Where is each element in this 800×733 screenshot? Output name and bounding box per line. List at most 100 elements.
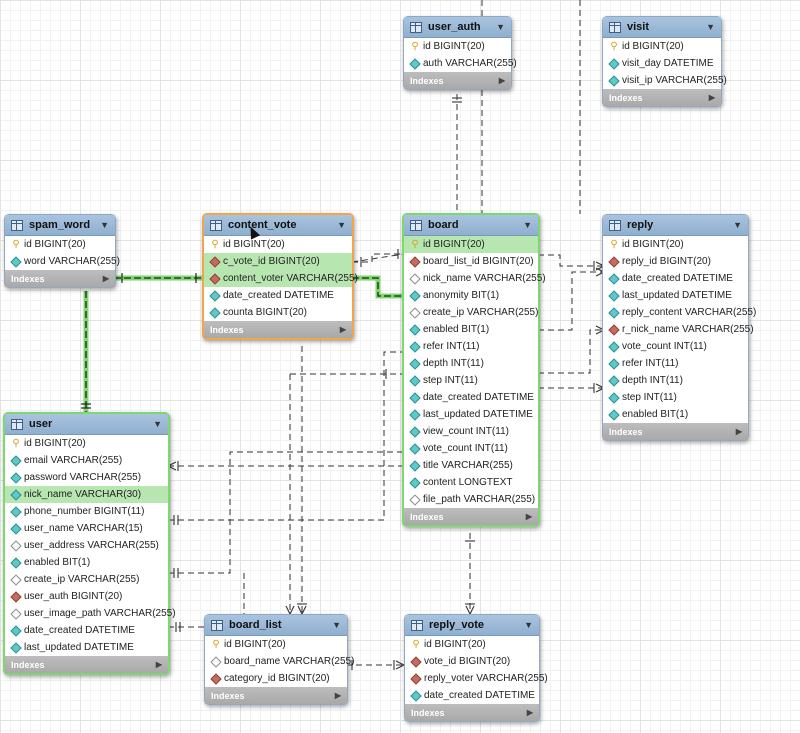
column-row[interactable]: depth INT(11): [603, 372, 748, 389]
column-row[interactable]: c_vote_id BIGINT(20): [204, 253, 352, 270]
indexes-section[interactable]: Indexes▶: [404, 508, 538, 525]
table-header[interactable]: board_list▼: [205, 615, 347, 636]
column-row[interactable]: user_name VARCHAR(15): [5, 520, 168, 537]
indexes-section[interactable]: Indexes▶: [5, 656, 168, 673]
table-header[interactable]: user▼: [5, 414, 168, 435]
table-header[interactable]: user_auth▼: [404, 17, 511, 38]
column-row[interactable]: category_id BIGINT(20): [205, 670, 347, 687]
table-header[interactable]: reply▼: [603, 215, 748, 236]
column-row[interactable]: date_created DATETIME: [5, 622, 168, 639]
column-row[interactable]: word VARCHAR(255): [5, 253, 120, 270]
expand-triangle-icon[interactable]: ▶: [708, 93, 715, 102]
collapse-triangle-icon[interactable]: ▼: [733, 220, 742, 230]
column-row[interactable]: step INT(11): [603, 389, 748, 406]
table-content_vote[interactable]: content_vote▼⚲id BIGINT(20)c_vote_id BIG…: [202, 213, 358, 340]
column-row[interactable]: enabled BIT(1): [404, 321, 538, 338]
column-row[interactable]: nick_name VARCHAR(255): [404, 270, 546, 287]
column-row[interactable]: ⚲id BIGINT(20): [405, 636, 539, 653]
column-row[interactable]: view_count INT(11): [404, 423, 538, 440]
table-user_auth[interactable]: user_auth▼⚲id BIGINT(20)auth VARCHAR(255…: [403, 16, 517, 90]
column-row[interactable]: ⚲id BIGINT(20): [404, 236, 538, 253]
column-row[interactable]: password VARCHAR(255): [5, 469, 168, 486]
column-row[interactable]: user_address VARCHAR(255): [5, 537, 168, 554]
column-row[interactable]: date_created DATETIME: [603, 270, 748, 287]
column-row[interactable]: reply_id BIGINT(20): [603, 253, 748, 270]
collapse-triangle-icon[interactable]: ▼: [524, 620, 533, 630]
column-row[interactable]: vote_id BIGINT(20): [405, 653, 539, 670]
column-row[interactable]: vote_count INT(11): [404, 440, 538, 457]
column-row[interactable]: nick_name VARCHAR(30): [5, 486, 168, 503]
expand-triangle-icon[interactable]: ▶: [735, 427, 742, 436]
column-row[interactable]: last_updated DATETIME: [603, 287, 748, 304]
column-row[interactable]: board_name VARCHAR(255): [205, 653, 354, 670]
indexes-section[interactable]: Indexes▶: [603, 423, 748, 440]
table-header[interactable]: board▼: [404, 215, 538, 236]
column-row[interactable]: visit_day DATETIME: [603, 55, 721, 72]
column-row[interactable]: counta BIGINT(20): [204, 304, 352, 321]
column-row[interactable]: ⚲id BIGINT(20): [5, 435, 168, 452]
expand-triangle-icon[interactable]: ▶: [339, 325, 346, 334]
column-row[interactable]: visit_ip VARCHAR(255): [603, 72, 727, 89]
column-row[interactable]: depth INT(11): [404, 355, 538, 372]
collapse-triangle-icon[interactable]: ▼: [337, 220, 346, 230]
column-row[interactable]: file_path VARCHAR(255): [404, 491, 538, 508]
column-row[interactable]: reply_voter VARCHAR(255): [405, 670, 548, 687]
collapse-triangle-icon[interactable]: ▼: [332, 620, 341, 630]
collapse-triangle-icon[interactable]: ▼: [706, 22, 715, 32]
column-row[interactable]: title VARCHAR(255): [404, 457, 538, 474]
collapse-triangle-icon[interactable]: ▼: [523, 220, 532, 230]
indexes-section[interactable]: Indexes▶: [205, 687, 347, 704]
column-row[interactable]: reply_content VARCHAR(255): [603, 304, 756, 321]
column-row[interactable]: date_created DATETIME: [404, 389, 538, 406]
column-row[interactable]: create_ip VARCHAR(255): [404, 304, 538, 321]
table-reply[interactable]: reply▼⚲id BIGINT(20)reply_id BIGINT(20)d…: [602, 214, 756, 441]
column-row[interactable]: user_auth BIGINT(20): [5, 588, 168, 605]
column-row[interactable]: ⚲id BIGINT(20): [404, 38, 511, 55]
indexes-section[interactable]: Indexes▶: [603, 89, 721, 106]
indexes-section[interactable]: Indexes▶: [404, 72, 511, 89]
expand-triangle-icon[interactable]: ▶: [525, 512, 532, 521]
expand-triangle-icon[interactable]: ▶: [334, 691, 341, 700]
indexes-section[interactable]: Indexes▶: [405, 704, 539, 721]
column-row[interactable]: anonymity BIT(1): [404, 287, 538, 304]
column-row[interactable]: email VARCHAR(255): [5, 452, 168, 469]
table-board_list[interactable]: board_list▼⚲id BIGINT(20)board_name VARC…: [204, 614, 354, 705]
table-board[interactable]: board▼⚲id BIGINT(20)board_list_id BIGINT…: [402, 213, 546, 527]
column-row[interactable]: enabled BIT(1): [5, 554, 168, 571]
column-row[interactable]: ⚲id BIGINT(20): [603, 236, 748, 253]
collapse-triangle-icon[interactable]: ▼: [153, 419, 162, 429]
column-row[interactable]: refer INT(11): [603, 355, 748, 372]
table-header[interactable]: visit▼: [603, 17, 721, 38]
expand-triangle-icon[interactable]: ▶: [102, 274, 109, 283]
column-row[interactable]: content LONGTEXT: [404, 474, 538, 491]
column-row[interactable]: phone_number BIGINT(11): [5, 503, 168, 520]
column-row[interactable]: ⚲id BIGINT(20): [205, 636, 347, 653]
indexes-section[interactable]: Indexes▶: [204, 321, 352, 338]
column-row[interactable]: auth VARCHAR(255): [404, 55, 517, 72]
table-reply_vote[interactable]: reply_vote▼⚲id BIGINT(20)vote_id BIGINT(…: [404, 614, 548, 722]
column-row[interactable]: r_nick_name VARCHAR(255): [603, 321, 754, 338]
collapse-triangle-icon[interactable]: ▼: [496, 22, 505, 32]
column-row[interactable]: create_ip VARCHAR(255): [5, 571, 168, 588]
table-header[interactable]: reply_vote▼: [405, 615, 539, 636]
table-spam_word[interactable]: spam_word▼⚲id BIGINT(20)word VARCHAR(255…: [4, 214, 120, 288]
column-row[interactable]: date_created DATETIME: [405, 687, 539, 704]
column-row[interactable]: content_voter VARCHAR(255): [204, 270, 358, 287]
column-row[interactable]: step INT(11): [404, 372, 538, 389]
table-header[interactable]: spam_word▼: [5, 215, 115, 236]
column-row[interactable]: refer INT(11): [404, 338, 538, 355]
column-row[interactable]: ⚲id BIGINT(20): [204, 236, 352, 253]
column-row[interactable]: vote_count INT(11): [603, 338, 748, 355]
table-user[interactable]: user▼⚲id BIGINT(20)email VARCHAR(255)pas…: [3, 412, 176, 675]
column-row[interactable]: ⚲id BIGINT(20): [5, 236, 115, 253]
column-row[interactable]: last_updated DATETIME: [404, 406, 538, 423]
column-row[interactable]: board_list_id BIGINT(20): [404, 253, 538, 270]
expand-triangle-icon[interactable]: ▶: [498, 76, 505, 85]
column-row[interactable]: ⚲id BIGINT(20): [603, 38, 721, 55]
table-header[interactable]: content_vote▼: [204, 215, 352, 236]
column-row[interactable]: date_created DATETIME: [204, 287, 352, 304]
column-row[interactable]: user_image_path VARCHAR(255): [5, 605, 176, 622]
column-row[interactable]: enabled BIT(1): [603, 406, 748, 423]
